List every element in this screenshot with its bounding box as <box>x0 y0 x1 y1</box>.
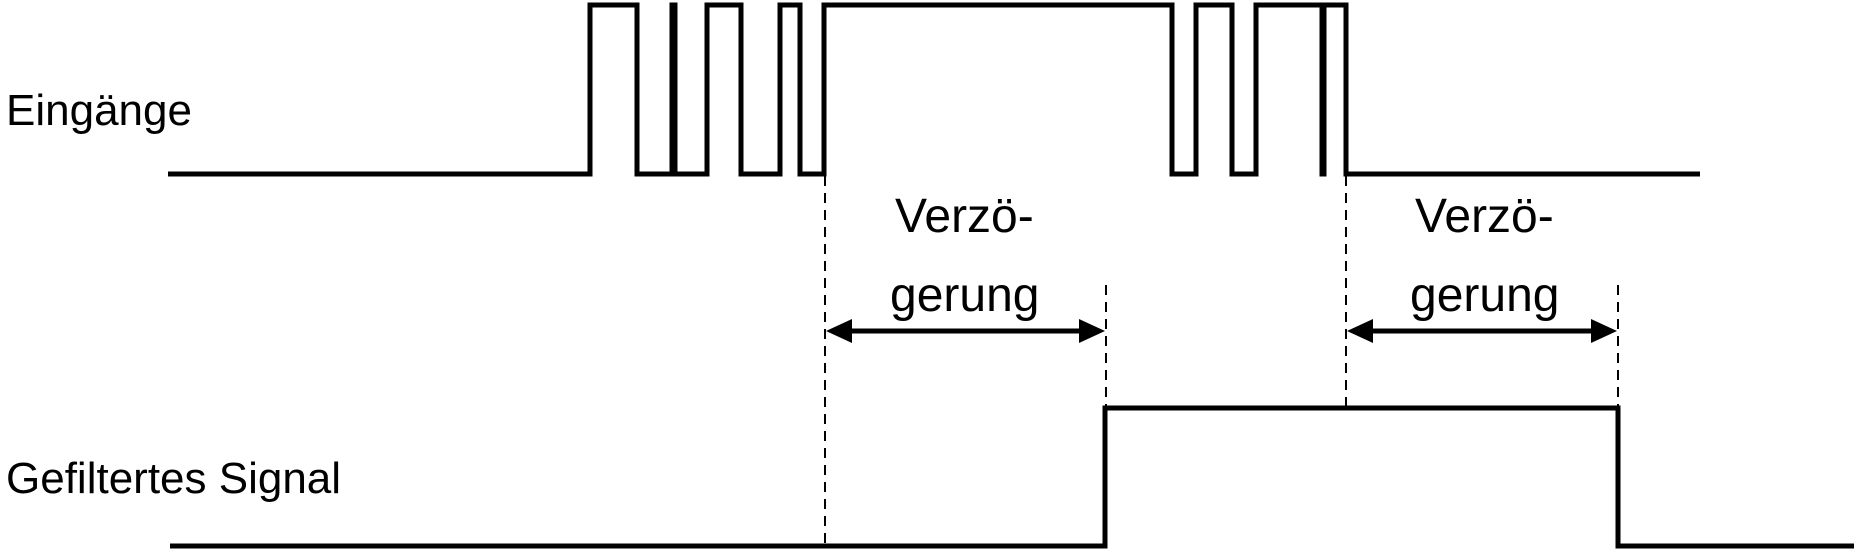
filtered-waveform <box>170 405 1854 549</box>
arrowhead-left-icon <box>1347 319 1373 343</box>
inputs-label: Eingänge <box>6 86 192 135</box>
delay-label-2-line2: gerung <box>1410 269 1559 322</box>
delay-arrow-1 <box>826 319 1105 343</box>
delay-arrow-2 <box>1347 319 1617 343</box>
arrowhead-right-icon <box>1079 319 1105 343</box>
delay-label-2-line1: Verzö- <box>1415 190 1554 243</box>
arrowhead-left-icon <box>826 319 852 343</box>
input-waveform <box>168 2 1700 177</box>
delay-label-1-line2: gerung <box>890 269 1039 322</box>
arrowhead-right-icon <box>1591 319 1617 343</box>
delay-label-1-line1: Verzö- <box>895 190 1034 243</box>
filtered-signal-label: Gefiltertes Signal <box>6 454 341 503</box>
